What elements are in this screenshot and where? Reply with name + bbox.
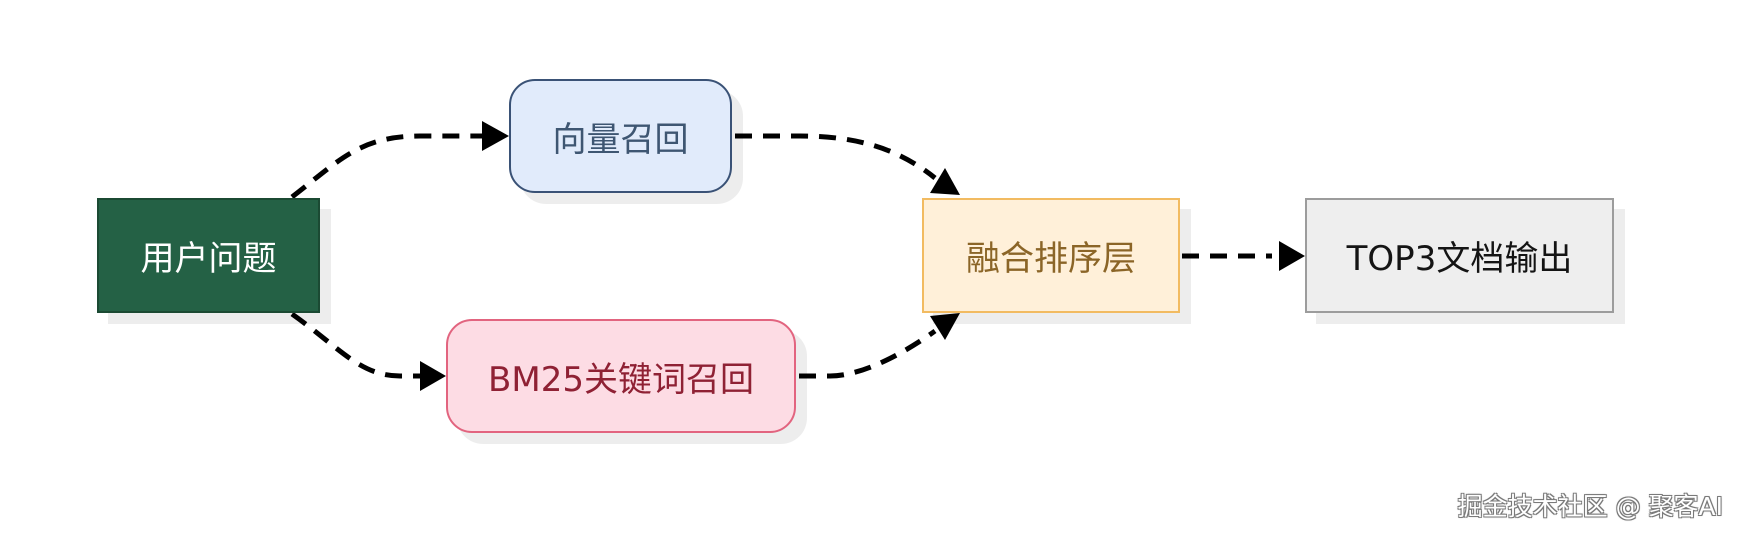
fusion-ranking-label: 融合排序层	[966, 239, 1136, 279]
edge-user-to-bm25	[290, 311, 420, 379]
vector-recall-label: 向量召回	[552, 119, 689, 160]
arrowhead-bm25	[420, 361, 446, 391]
fusion-ranking-node: 融合排序层	[922, 198, 1180, 313]
user-question-label: 用户问题	[140, 239, 277, 279]
arrowhead-output	[1279, 241, 1305, 271]
edge-bm25-to-fusion	[799, 328, 937, 379]
bm25-recall-label: BM25关键词召回	[488, 359, 754, 400]
edge-user-to-vector	[290, 133, 482, 199]
vector-recall-node: 向量召回	[509, 79, 732, 193]
edge-vector-to-fusion	[735, 133, 937, 180]
arrowhead-fusion-top	[930, 168, 960, 195]
arrowhead-fusion-bottom	[930, 313, 960, 340]
watermark: 掘金技术社区 @ 聚客AI	[1457, 492, 1723, 521]
arrowhead-vector	[482, 121, 509, 151]
top3-output-node: TOP3文档输出	[1305, 198, 1614, 313]
bm25-recall-node: BM25关键词召回	[446, 319, 796, 433]
top3-output-label: TOP3文档输出	[1346, 239, 1573, 279]
user-question-node: 用户问题	[97, 198, 320, 313]
